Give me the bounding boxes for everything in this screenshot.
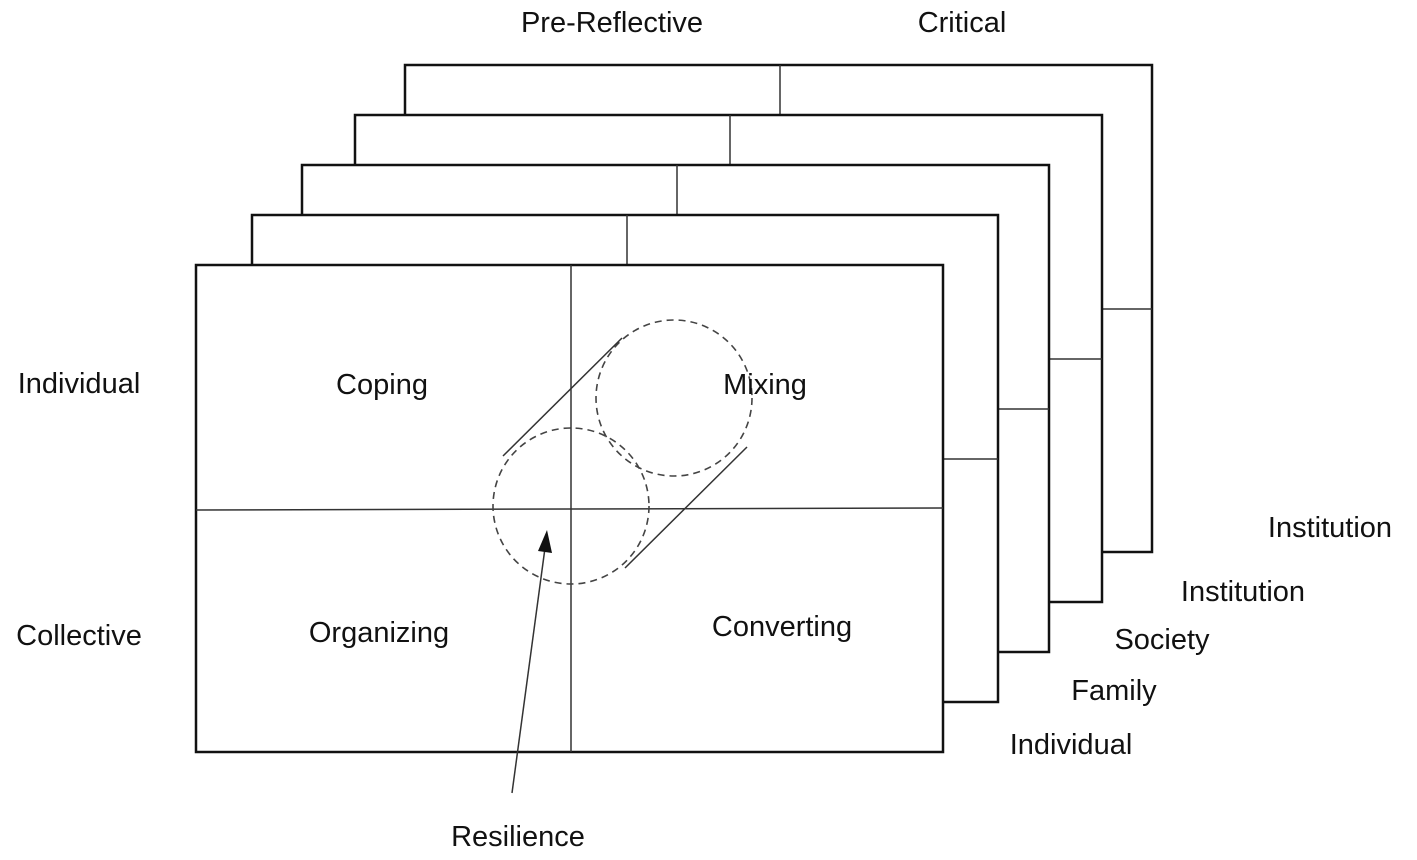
layer-label-society: Society <box>1114 624 1210 656</box>
top-axis-label-pre-reflective: Pre-Reflective <box>521 7 703 39</box>
layer-label-individual: Individual <box>1010 729 1133 761</box>
quadrant-label-organizing: Organizing <box>309 617 449 649</box>
front-frame <box>194 263 945 754</box>
horizontal-divider <box>195 507 944 511</box>
left-axis-label-individual: Individual <box>18 368 141 400</box>
quadrant-label-mixing: Mixing <box>723 369 807 401</box>
quadrant-label-coping: Coping <box>336 369 428 401</box>
layer-label-institution-2: Institution <box>1268 512 1392 544</box>
top-axis-label-critical: Critical <box>918 7 1007 39</box>
layer-label-institution-1: Institution <box>1181 576 1305 608</box>
cylinder-front-circle <box>492 427 650 585</box>
quadrant-label-converting: Converting <box>712 611 852 643</box>
left-axis-label-collective: Collective <box>16 620 142 652</box>
resilience-label: Resilience <box>451 821 585 853</box>
resilience-arrow <box>511 530 552 794</box>
layer-label-family: Family <box>1071 675 1157 707</box>
resilience-cylinder <box>492 319 753 585</box>
cylinder-back-circle <box>595 319 753 477</box>
